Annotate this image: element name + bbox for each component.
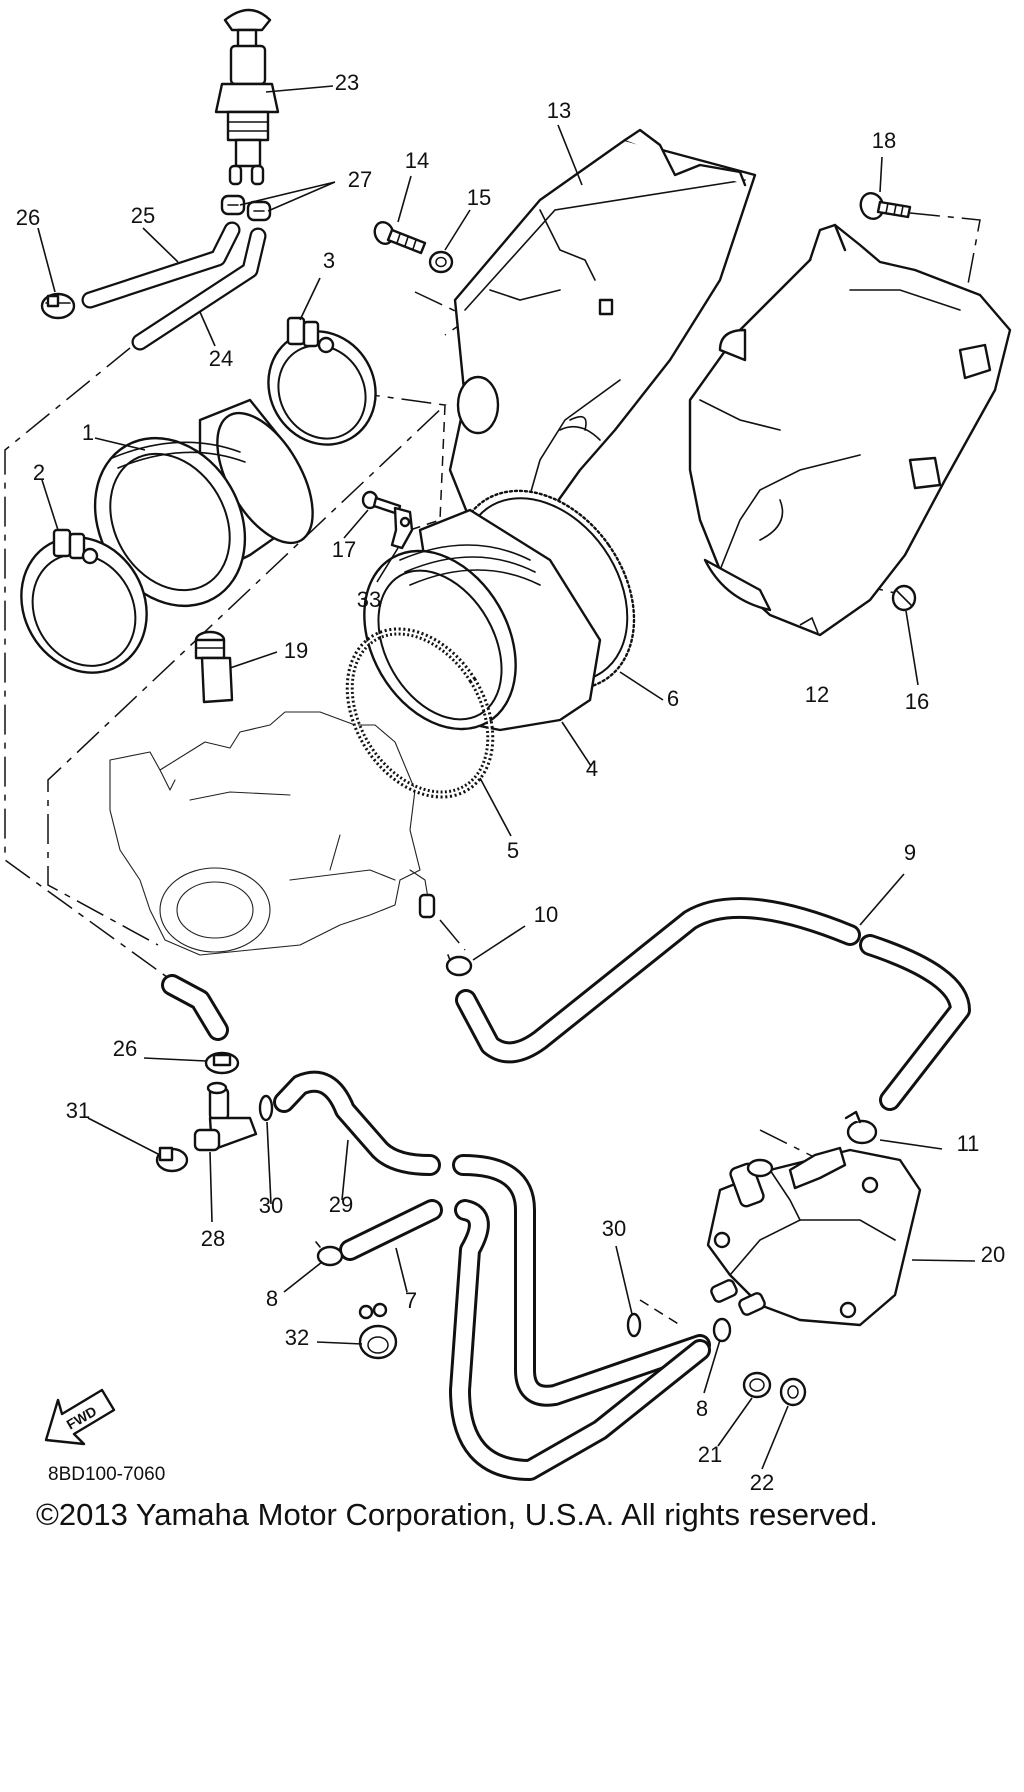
spring-ring-5 (345, 627, 495, 799)
callout-c12: 12 (805, 682, 829, 707)
band-clamp-lower (20, 528, 148, 674)
callout-c15: 15 (467, 185, 491, 210)
bolt-18 (859, 192, 912, 220)
callout-c27: 27 (348, 167, 372, 192)
clip-11 (844, 1110, 878, 1145)
callout-c29: 29 (329, 1192, 353, 1217)
intake-rubber-joint (93, 398, 314, 608)
callout-c8a: 8 (266, 1286, 278, 1311)
hose-29 (273, 1070, 711, 1407)
callout-c33: 33 (357, 587, 381, 612)
callout-c25: 25 (131, 203, 155, 228)
hose-upper (81, 221, 241, 309)
clip-30 (258, 1094, 642, 1338)
callout-c6: 6 (667, 686, 679, 711)
engine-outline (109, 711, 436, 956)
clip-33 (390, 506, 414, 550)
hose-clip-top (40, 292, 76, 320)
callout-c17: 17 (332, 537, 356, 562)
washer-22 (779, 1377, 807, 1407)
band-clamp-upper (267, 316, 377, 446)
starter-plunger (214, 8, 280, 186)
callout-c2: 2 (33, 460, 45, 485)
clip-32 (358, 1302, 398, 1360)
hose-lower (131, 227, 267, 351)
callout-c10: 10 (534, 902, 558, 927)
washer-15 (428, 250, 454, 274)
callout-c23: 23 (335, 70, 359, 95)
diagram-code: 8BD100-7060 (48, 1464, 166, 1485)
callout-c28: 28 (201, 1226, 225, 1251)
cap-19 (194, 630, 234, 704)
callout-c30a: 30 (259, 1193, 283, 1218)
clip-8 (315, 1241, 732, 1343)
callout-c26b: 26 (113, 1036, 137, 1061)
callout-c21: 21 (698, 1442, 722, 1467)
bolt-14 (373, 221, 427, 255)
nut-16 (891, 584, 917, 612)
callout-c16: 16 (905, 689, 929, 714)
air-filter-case-cap (448, 128, 757, 532)
callout-c9: 9 (904, 840, 916, 865)
hose-7 (339, 1199, 711, 1481)
copyright-notice: ©2013 Yamaha Motor Corporation, U.S.A. A… (36, 1497, 878, 1532)
grommet-21 (742, 1371, 772, 1399)
callout-c20: 20 (981, 1242, 1005, 1267)
hose-short-26 (161, 974, 240, 1075)
callout-c19: 19 (284, 638, 308, 663)
callout-c4: 4 (586, 756, 598, 781)
callout-c26a: 26 (16, 205, 40, 230)
clip-31 (155, 1146, 189, 1173)
callout-c24: 24 (209, 346, 233, 371)
callout-c14: 14 (405, 148, 429, 173)
fwd-arrow-icon: FWD (44, 1388, 116, 1446)
callout-c5: 5 (507, 838, 519, 863)
callout-c3: 3 (323, 248, 335, 273)
callout-c1: 1 (82, 420, 94, 445)
callout-c32: 32 (285, 1325, 309, 1350)
callout-c31: 31 (66, 1098, 90, 1123)
callout-c7: 7 (405, 1288, 417, 1313)
t-joint-28 (193, 1081, 258, 1152)
hose-9 (455, 897, 971, 1111)
callout-c30b: 30 (602, 1216, 626, 1241)
callout-c22: 22 (750, 1470, 774, 1495)
callout-leader-lines (37, 85, 976, 1470)
callout-c18: 18 (872, 128, 896, 153)
callout-c11: 11 (957, 1131, 980, 1156)
clip-10 (445, 954, 473, 977)
air-filter-case (688, 223, 1012, 637)
callout-c13: 13 (547, 98, 571, 123)
fuel-pump-assembly (706, 1146, 922, 1327)
callout-c8b: 8 (696, 1396, 708, 1421)
